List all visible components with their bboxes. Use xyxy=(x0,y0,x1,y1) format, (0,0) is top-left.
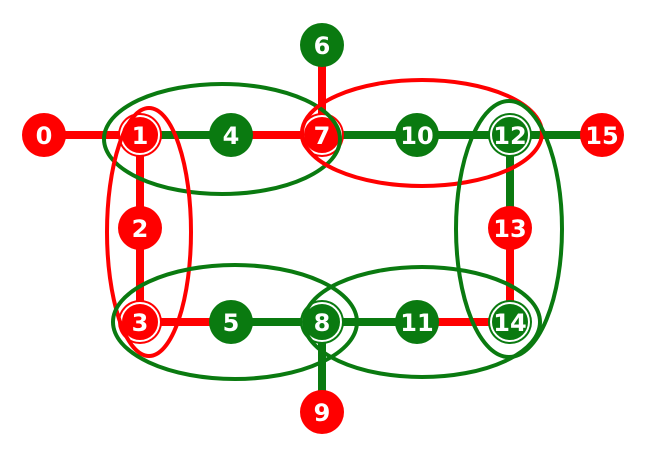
node-circle xyxy=(209,113,253,157)
node-circle xyxy=(118,206,162,250)
node-0: 0 xyxy=(22,113,66,157)
node-circle xyxy=(488,300,532,344)
node-6: 6 xyxy=(300,23,344,67)
node-2: 2 xyxy=(118,206,162,250)
node-circle xyxy=(395,113,439,157)
node-circle xyxy=(300,390,344,434)
node-9: 9 xyxy=(300,390,344,434)
top-left-group xyxy=(102,82,342,196)
node-7: 7 xyxy=(300,113,344,157)
node-label: 0 xyxy=(36,122,53,150)
groups-layer xyxy=(102,78,564,381)
node-15: 15 xyxy=(580,113,624,157)
node-label: 7 xyxy=(314,122,331,150)
node-label: 15 xyxy=(585,122,618,150)
node-13: 13 xyxy=(488,206,532,250)
node-11: 11 xyxy=(395,300,439,344)
node-10: 10 xyxy=(395,113,439,157)
node-circle xyxy=(300,23,344,67)
node-ring xyxy=(490,115,530,155)
node-label: 11 xyxy=(400,309,433,337)
node-circle xyxy=(300,113,344,157)
node-circle xyxy=(488,113,532,157)
node-circle xyxy=(488,206,532,250)
node-5: 5 xyxy=(209,300,253,344)
node-14: 14 xyxy=(488,300,532,344)
node-ring xyxy=(490,302,530,342)
node-circle xyxy=(22,113,66,157)
node-label: 1 xyxy=(132,122,149,150)
node-label: 4 xyxy=(223,122,240,150)
node-3: 3 xyxy=(118,300,162,344)
node-label: 3 xyxy=(132,309,149,337)
node-label: 2 xyxy=(132,215,149,243)
node-circle xyxy=(209,300,253,344)
left-group xyxy=(105,106,193,358)
node-circle xyxy=(118,300,162,344)
node-label: 14 xyxy=(493,309,526,337)
node-label: 9 xyxy=(314,399,331,427)
bottom-right-group xyxy=(302,265,542,379)
node-circle xyxy=(300,300,344,344)
node-4: 4 xyxy=(209,113,253,157)
node-circle xyxy=(395,300,439,344)
node-label: 5 xyxy=(223,309,240,337)
node-label: 13 xyxy=(493,215,526,243)
bottom-left-group xyxy=(111,263,359,381)
node-circle xyxy=(580,113,624,157)
node-label: 8 xyxy=(314,309,331,337)
node-8: 8 xyxy=(300,300,344,344)
node-12: 12 xyxy=(488,113,532,157)
node-label: 10 xyxy=(400,122,433,150)
node-label: 12 xyxy=(493,122,526,150)
node-label: 6 xyxy=(314,32,331,60)
